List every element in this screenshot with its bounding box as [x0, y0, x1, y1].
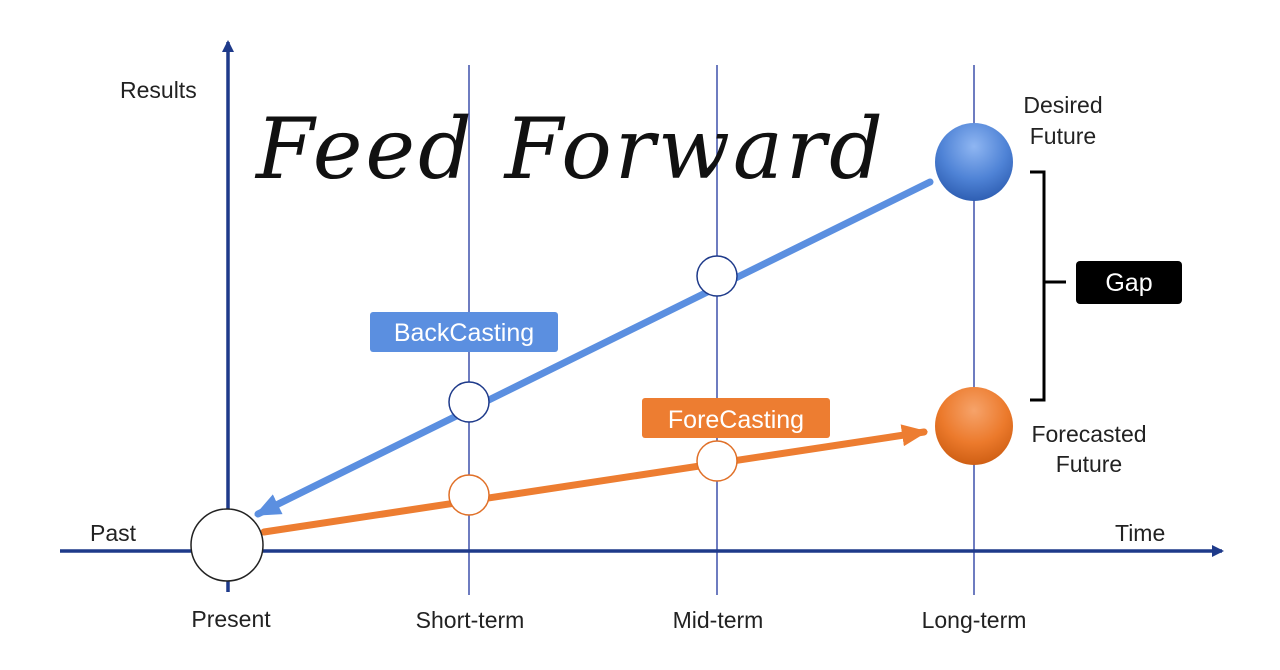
forecasting-milestone-mid-term — [696, 440, 738, 482]
forecasting-tag-label: ForeCasting — [668, 406, 804, 434]
backcasting-tag-label: BackCasting — [394, 319, 534, 347]
forecasting-tag: ForeCasting — [642, 398, 830, 438]
timeline-label-short-term: Short-term — [416, 607, 525, 633]
forecasted-future-label-line2: Future — [1056, 451, 1122, 477]
gap-tag-label: Gap — [1105, 269, 1152, 297]
gap-tag: Gap — [1076, 261, 1182, 304]
desired-future-node — [935, 123, 1013, 201]
forecasted-future-label-line1: Forecasted — [1031, 421, 1146, 447]
backcasting-arrow — [254, 178, 934, 518]
backcasting-milestone-mid-term — [696, 255, 738, 297]
timeline-label-mid-term: Mid-term — [673, 607, 764, 633]
forecasting-arrow — [260, 424, 928, 536]
forecasted-future-node — [935, 387, 1013, 465]
backcasting-milestone-short-term — [448, 381, 490, 423]
forecasting-milestone-short-term — [448, 474, 490, 516]
backcasting-tag: BackCasting — [370, 312, 558, 352]
y-axis-label: Results — [120, 77, 197, 103]
timeline-label-long-term: Long-term — [922, 607, 1027, 633]
x-axis-label: Time — [1115, 520, 1165, 546]
diagram-title: Feed Forward — [254, 100, 886, 198]
past-label: Past — [90, 520, 137, 546]
timeline-label-present: Present — [191, 606, 271, 632]
desired-future-label-line1: Desired — [1023, 92, 1102, 118]
present-node — [190, 508, 264, 582]
gap-bracket — [1030, 170, 1066, 402]
desired-future-label-line2: Future — [1030, 123, 1096, 149]
